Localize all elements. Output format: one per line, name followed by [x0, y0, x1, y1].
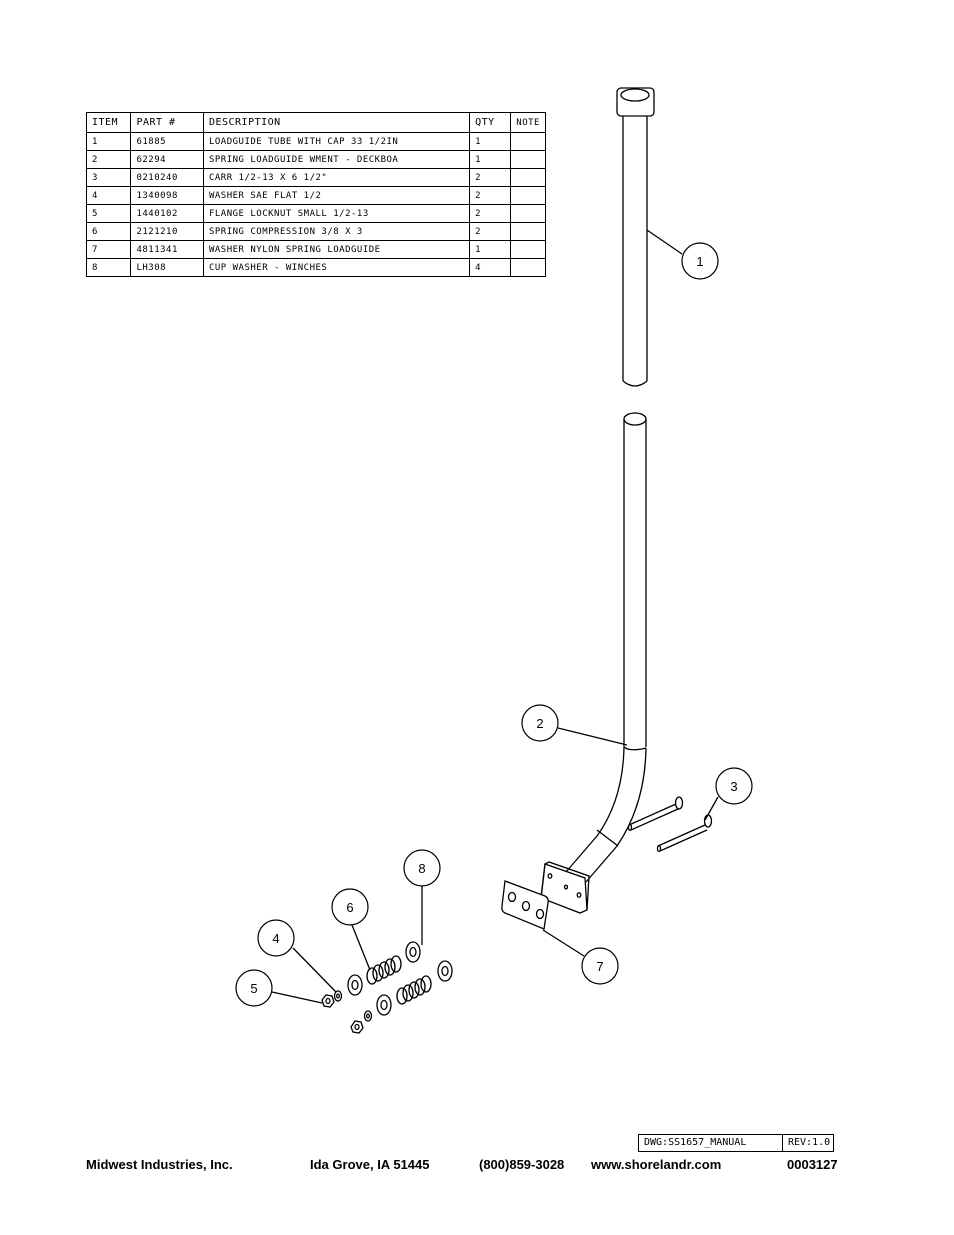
balloon-3: 3	[715, 767, 753, 805]
balloon-1: 1	[681, 242, 719, 280]
cell-item: 8	[85, 258, 132, 277]
svg-text:8: 8	[418, 861, 425, 876]
table-row: 8 LH308 CUP WASHER - WINCHES 4	[85, 258, 546, 277]
cell-item: 7	[85, 240, 132, 259]
cell-note	[510, 258, 546, 277]
header-note: NOTE	[510, 112, 546, 133]
balloon-4: 4	[257, 919, 295, 957]
svg-text:6: 6	[346, 900, 353, 915]
nylon-washer-plate	[501, 880, 549, 930]
loadguide-tube-with-cap	[616, 87, 655, 387]
table-row: 7 4811341 WASHER NYLON SPRING LOADGUIDE …	[85, 240, 546, 259]
footer-company: Midwest Industries, Inc.	[86, 1157, 233, 1172]
parts-table-header-row: ITEM PART # DESCRIPTION QTY NOTE	[85, 112, 546, 133]
table-row: 1 61885 LOADGUIDE TUBE WITH CAP 33 1/2IN…	[85, 132, 546, 151]
svg-text:3: 3	[730, 779, 737, 794]
cell-description: CUP WASHER - WINCHES	[202, 258, 471, 277]
parts-table: ITEM PART # DESCRIPTION QTY NOTE 1 61885…	[85, 112, 546, 277]
balloon-2: 2	[521, 704, 559, 742]
svg-text:1: 1	[696, 254, 703, 269]
svg-text:7: 7	[596, 959, 603, 974]
table-row: 5 1440102 FLANGE LOCKNUT SMALL 1/2-13 2	[85, 204, 546, 223]
balloon-6: 6	[331, 888, 369, 926]
footer-phone: (800)859-3028	[479, 1157, 565, 1172]
svg-text:2: 2	[536, 716, 543, 731]
svg-text:4: 4	[272, 931, 279, 946]
table-row: 2 62294 SPRING LOADGUIDE WMENT - DECKBOA…	[85, 150, 546, 169]
cell-qty: 4	[469, 258, 512, 277]
balloon-8: 8	[403, 849, 441, 887]
table-row: 6 2121210 SPRING COMPRESSION 3/8 X 3 2	[85, 222, 546, 241]
svg-text:5: 5	[250, 981, 257, 996]
drawing-number-box: DWG:SS1657_MANUAL	[638, 1134, 783, 1152]
footer-website: www.shorelandr.com	[591, 1157, 722, 1172]
balloon-7: 7	[581, 947, 619, 985]
leader-lines	[271, 229, 719, 1004]
balloon-5: 5	[235, 969, 273, 1007]
footer-doc-number: 0003127	[787, 1157, 838, 1172]
table-row: 4 1340098 WASHER SAE FLAT 1/2 2	[85, 186, 546, 205]
spring-hardware-stack	[321, 941, 453, 1034]
carriage-bolts	[627, 796, 713, 853]
footer-location: Ida Grove, IA 51445	[310, 1157, 430, 1172]
spring-loadguide-weldment	[540, 412, 647, 914]
revision-box: REV:1.0	[782, 1134, 834, 1152]
